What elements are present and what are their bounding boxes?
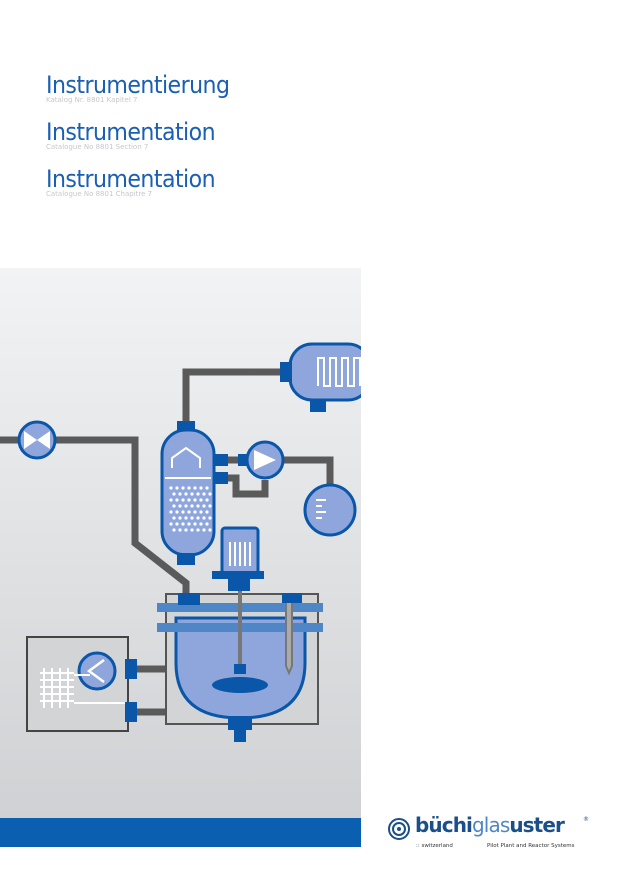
packing-dot <box>208 504 212 508</box>
logo-part-buechi: büchi <box>415 813 473 837</box>
packing-dot <box>175 498 179 502</box>
title-block-en: Instrumentation Catalogue No 8801 Sectio… <box>46 119 230 152</box>
packing-dot <box>208 528 212 532</box>
logo-part-glas: glas <box>472 813 510 837</box>
packing-dot <box>199 486 203 490</box>
reactor-illustration <box>0 268 361 818</box>
title-german: Instrumentierung <box>46 71 230 99</box>
packing-dot <box>202 528 206 532</box>
reactor-vessel <box>157 591 323 742</box>
logo-tagline-left: :: switzerland <box>416 843 453 849</box>
packing-dot <box>208 516 212 520</box>
packing-dot <box>178 492 182 496</box>
packing-dot <box>181 486 185 490</box>
pipe-inlet <box>0 436 190 603</box>
packing-dot <box>193 498 197 502</box>
packing-dot <box>190 492 194 496</box>
packing-dot <box>196 528 200 532</box>
packing-dot <box>187 498 191 502</box>
packing-dot <box>205 498 209 502</box>
packing-dot <box>172 504 176 508</box>
packing-dot <box>184 528 188 532</box>
logo-registered-mark: ® <box>583 816 589 823</box>
title-block-fr: Instrumentation Catalogue No 8801 Chapit… <box>46 166 230 199</box>
packing-dot <box>181 522 185 526</box>
thermostat-unit <box>26 636 137 732</box>
packing-dot <box>169 522 173 526</box>
title-block-de: Instrumentierung Katalog Nr. 8801 Kapite… <box>46 72 245 105</box>
footer-band <box>0 818 361 847</box>
packing-dot <box>175 522 179 526</box>
company-logo: büchiglasuster ® :: switzerland Pilot Pl… <box>388 813 598 855</box>
packing-dot <box>202 504 206 508</box>
packing-dot <box>172 516 176 520</box>
packing-dot <box>205 510 209 514</box>
separator-packing <box>169 486 212 532</box>
stirrer-motor <box>212 526 264 591</box>
packing-dot <box>169 498 173 502</box>
packing-dot <box>193 522 197 526</box>
packing-dot <box>178 528 182 532</box>
pipe-condenser <box>182 368 285 428</box>
packing-dot <box>190 516 194 520</box>
packing-dot <box>187 522 191 526</box>
packing-dot <box>187 486 191 490</box>
packing-dot <box>184 492 188 496</box>
title-english: Instrumentation <box>46 118 216 146</box>
packing-dot <box>190 504 194 508</box>
packing-dot <box>178 504 182 508</box>
packing-dot <box>172 528 176 532</box>
flow-meter <box>303 483 357 537</box>
packing-dot <box>181 510 185 514</box>
subtitle-english: Catalogue No 8801 Section 7 <box>46 143 149 151</box>
packing-dot <box>202 492 206 496</box>
condenser <box>280 342 361 412</box>
packing-dot <box>184 504 188 508</box>
packing-dot <box>205 486 209 490</box>
packing-dot <box>193 486 197 490</box>
circulation-pump <box>238 440 285 480</box>
title-french: Instrumentation <box>46 165 216 193</box>
packing-dot <box>208 492 212 496</box>
packing-dot <box>187 510 191 514</box>
packing-dot <box>172 492 176 496</box>
packing-dot <box>196 504 200 508</box>
logo-tagline-right: Pilot Plant and Reactor Systems <box>487 843 575 849</box>
subtitle-german: Katalog Nr. 8801 Kapitel 7 <box>46 96 138 104</box>
packing-dot <box>175 510 179 514</box>
packing-dot <box>199 498 203 502</box>
packing-dot <box>181 498 185 502</box>
packing-dot <box>169 486 173 490</box>
subtitle-french: Catalogue No 8801 Chapitre 7 <box>46 190 153 198</box>
packing-dot <box>202 516 206 520</box>
logo-wordmark: büchiglasuster <box>415 813 565 837</box>
packing-dot <box>196 492 200 496</box>
packing-dot <box>199 522 203 526</box>
packing-dot <box>205 522 209 526</box>
logo-part-uster: uster <box>509 813 565 837</box>
packing-dot <box>199 510 203 514</box>
packing-dot <box>196 516 200 520</box>
packing-dot <box>175 486 179 490</box>
packing-dot <box>193 510 197 514</box>
inlet-valve <box>17 420 57 460</box>
packing-dot <box>190 528 194 532</box>
packing-dot <box>178 516 182 520</box>
pipe-pump-return <box>222 474 269 498</box>
packing-dot <box>184 516 188 520</box>
packing-dot <box>169 510 173 514</box>
logo-emblem-icon <box>388 818 410 840</box>
